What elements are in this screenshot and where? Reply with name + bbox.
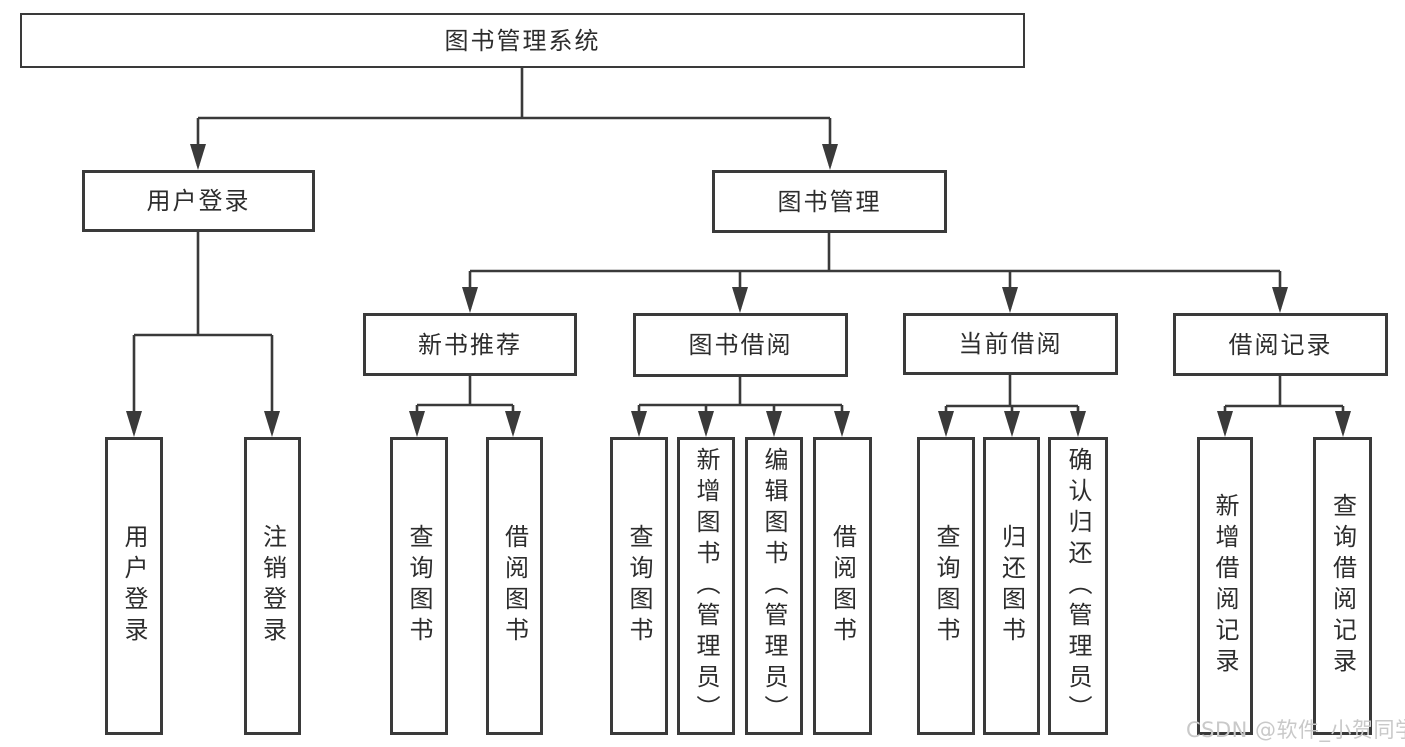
leaf-confirm-return-admin-label: 确认归还（管理员） bbox=[1064, 446, 1092, 726]
node-book-borrowing: 图书借阅 bbox=[633, 313, 848, 377]
leaf-borrow-books-recommend: 借阅图书 bbox=[486, 437, 543, 735]
leaf-borrow-books-recommend-label: 借阅图书 bbox=[500, 524, 529, 648]
leaf-query-books-current: 查询图书 bbox=[917, 437, 975, 735]
leaf-confirm-return-admin: 确认归还（管理员） bbox=[1048, 437, 1108, 735]
node-library-management-system: 图书管理系统 bbox=[20, 13, 1025, 68]
leaf-add-borrow-record-label: 新增借阅记录 bbox=[1211, 493, 1239, 679]
leaf-add-borrow-record: 新增借阅记录 bbox=[1197, 437, 1253, 735]
leaf-query-books-recommend-label: 查询图书 bbox=[405, 524, 433, 648]
leaf-edit-book-admin-label: 编辑图书（管理员） bbox=[760, 446, 788, 726]
node-borrowing-records: 借阅记录 bbox=[1173, 313, 1388, 376]
node-user-login: 用户登录 bbox=[82, 170, 315, 232]
node-book-management: 图书管理 bbox=[712, 170, 947, 233]
leaf-borrow-books-borrowing: 借阅图书 bbox=[813, 437, 872, 735]
leaf-query-books-current-label: 查询图书 bbox=[932, 524, 960, 648]
leaf-query-borrow-record-label: 查询借阅记录 bbox=[1328, 493, 1357, 679]
leaf-user-login-label: 用户登录 bbox=[120, 524, 148, 648]
leaf-user-login: 用户登录 bbox=[105, 437, 163, 735]
leaf-logout-label: 注销登录 bbox=[258, 524, 287, 648]
leaf-return-book-label: 归还图书 bbox=[997, 524, 1026, 648]
leaf-logout: 注销登录 bbox=[244, 437, 301, 735]
leaf-add-book-admin-label: 新增图书（管理员） bbox=[692, 446, 720, 726]
leaf-query-borrow-record: 查询借阅记录 bbox=[1313, 437, 1372, 735]
leaf-add-book-admin: 新增图书（管理员） bbox=[677, 437, 735, 735]
leaf-query-books-recommend: 查询图书 bbox=[390, 437, 448, 735]
leaf-return-book: 归还图书 bbox=[983, 437, 1040, 735]
leaf-query-books-borrowing-label: 查询图书 bbox=[625, 524, 653, 648]
leaf-edit-book-admin: 编辑图书（管理员） bbox=[745, 437, 803, 735]
node-new-book-recommendation: 新书推荐 bbox=[363, 313, 577, 376]
csdn-watermark: CSDN @软件_小贺同学 bbox=[1186, 718, 1405, 742]
leaf-borrow-books-borrowing-label: 借阅图书 bbox=[828, 524, 857, 648]
node-current-borrowing: 当前借阅 bbox=[903, 313, 1118, 375]
leaf-query-books-borrowing: 查询图书 bbox=[610, 437, 668, 735]
